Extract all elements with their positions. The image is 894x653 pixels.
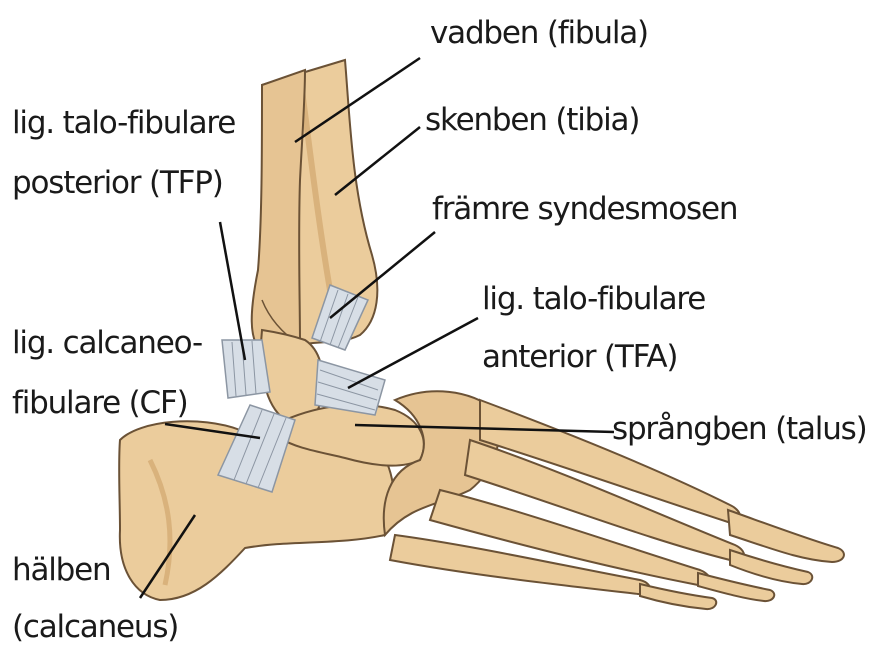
label-tfp-line1: lig. talo-fibulare [12,108,235,139]
ligament-tfp [222,340,270,398]
label-calcaneus-line1: hälben [12,555,110,586]
label-talus: språngben (talus) [612,414,867,445]
label-tfp-line2: posterior (TFP) [12,168,223,199]
label-cf-line2: fibulare (CF) [12,388,188,419]
fibula-bone [252,70,305,357]
label-tfa-line1: lig. talo-fibulare [482,284,705,315]
label-tfa-line2: anterior (TFA) [482,342,677,373]
label-syndesmosis: främre syndesmosen [432,194,737,225]
label-tibia: skenben (tibia) [425,105,639,136]
label-cf-line1: lig. calcaneo- [12,328,202,359]
lateral-malleolus [261,330,323,423]
label-fibula: vadben (fibula) [430,18,648,49]
label-calcaneus-line2: (calcaneus) [12,612,178,643]
